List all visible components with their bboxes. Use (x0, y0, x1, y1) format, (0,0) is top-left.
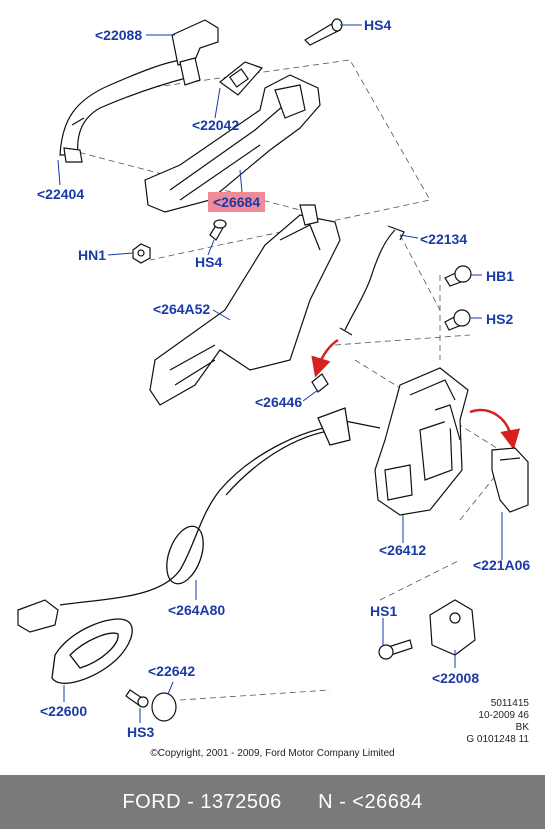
striker-part (429, 599, 476, 656)
callout-26684-highlighted[interactable]: <26684 (208, 192, 266, 212)
callout-264a52[interactable]: <264A52 (153, 301, 211, 317)
callout-22008[interactable]: <22008 (432, 670, 480, 686)
outside-handle-part (59, 59, 187, 163)
leader-lines (57, 24, 503, 723)
plate-part (491, 447, 529, 513)
callout-hn1[interactable]: HN1 (78, 247, 107, 263)
footer-reference: N - <26684 (318, 790, 423, 813)
inner-handle-part (51, 618, 133, 684)
callout-hs3[interactable]: HS3 (127, 724, 155, 740)
callout-22134[interactable]: <22134 (420, 231, 468, 247)
handle-bracket-part (171, 19, 219, 86)
screw-hs1 (378, 639, 413, 660)
clip-part (311, 373, 329, 393)
drawing-meta: 5011415 10-2009 46 BK G 0101248 11 (466, 698, 529, 746)
red-arrow-right (469, 408, 521, 450)
nut-hn1 (132, 243, 151, 264)
callout-22404[interactable]: <22404 (37, 186, 85, 202)
callout-264a80[interactable]: <264A80 (168, 602, 226, 618)
callout-hb1[interactable]: HB1 (486, 268, 515, 284)
callout-22600[interactable]: <22600 (40, 703, 88, 719)
exploded-parts-diagram (17, 18, 529, 723)
red-arrow-left (311, 338, 339, 378)
callout-hs1[interactable]: HS1 (370, 603, 398, 619)
handle-support-part (149, 204, 341, 406)
footer-part-number: FORD - 1372506 (122, 790, 282, 813)
callout-22042[interactable]: <22042 (192, 117, 240, 133)
meta-line-1: 5011415 (490, 698, 529, 709)
screw-hs4-top (304, 18, 343, 46)
meta-line-4: G 0101248 11 (466, 734, 529, 745)
bolt-hb1 (444, 265, 472, 287)
callout-hs4-top[interactable]: HS4 (364, 17, 392, 33)
bolt-hs2 (444, 309, 471, 331)
footer-spacer (282, 791, 318, 814)
copyright-notice: ©Copyright, 2001 - 2009, Ford Motor Comp… (150, 748, 395, 759)
meta-line-2: 10-2009 46 (478, 710, 529, 721)
screw-hs3 (125, 689, 149, 708)
gasket-part (219, 61, 264, 96)
meta-line-3: BK (515, 722, 529, 733)
callout-22642[interactable]: <22642 (148, 663, 196, 679)
cable-part (59, 407, 381, 606)
cable-end-part (17, 599, 59, 633)
footer-bar: FORD - 1372506 N - <26684 (0, 775, 545, 829)
callout-hs4[interactable]: HS4 (195, 254, 223, 270)
callout-221a06[interactable]: <221A06 (473, 557, 531, 573)
cap-part (151, 692, 177, 722)
latch-part (374, 367, 469, 516)
callout-22088[interactable]: <22088 (95, 27, 143, 43)
callout-26412[interactable]: <26412 (379, 542, 427, 558)
rod-part (339, 225, 405, 336)
handle-frame-part (144, 74, 321, 213)
callout-26446[interactable]: <26446 (255, 394, 303, 410)
callout-hs2[interactable]: HS2 (486, 311, 514, 327)
screw-hs4 (209, 219, 227, 241)
